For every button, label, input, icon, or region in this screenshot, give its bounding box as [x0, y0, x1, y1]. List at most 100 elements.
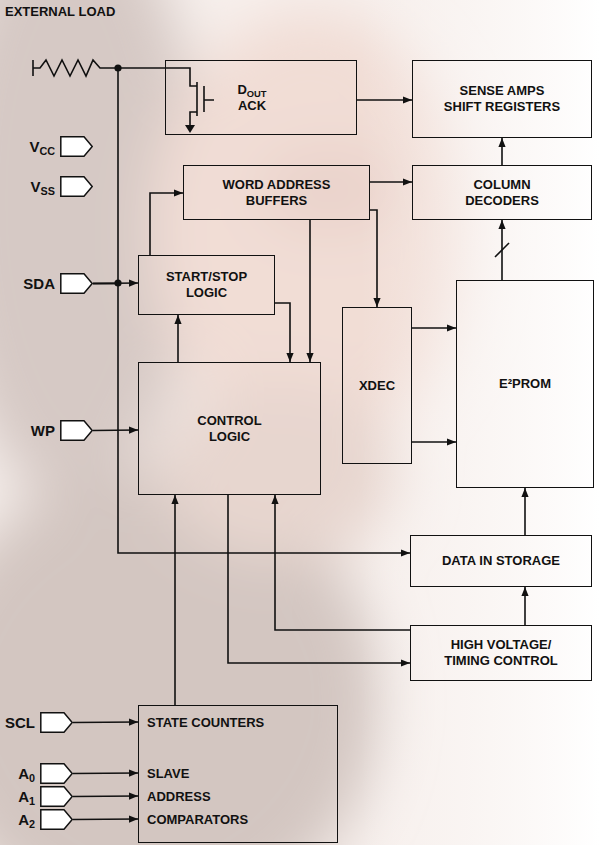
pin: A0: [40, 763, 73, 784]
control-box: CONTROL LOGIC: [138, 362, 321, 495]
pin-name: A2: [18, 811, 35, 829]
pin-label-holder: VCC: [29, 138, 55, 156]
signal-line: [412, 441, 456, 443]
transistor-symbol: [165, 68, 197, 126]
box-text: DOUT ACK: [237, 82, 266, 114]
box-text: CONTROL LOGIC: [197, 413, 261, 445]
box-text: SENSE AMPS SHIFT REGISTERS: [444, 83, 560, 115]
signal-line: [228, 495, 410, 663]
signal-line: [275, 303, 290, 362]
pin-shape: [40, 763, 73, 784]
pin: WP: [60, 420, 93, 441]
pin: SCL: [40, 712, 73, 733]
text-part: V: [31, 178, 41, 195]
pin-outline: [61, 137, 92, 156]
pin-outline: [41, 810, 72, 829]
output-box: DOUT ACK: [165, 60, 357, 135]
box-text: START/STOP LOGIC: [166, 269, 247, 301]
text-part: A: [18, 811, 29, 828]
text-part: STORAGE: [496, 553, 560, 568]
text-part: ACK: [238, 98, 266, 113]
pin-outline: [41, 713, 72, 732]
signal-line: [93, 429, 138, 431]
text-part: E²PROM: [499, 376, 551, 391]
pin-name: SCL: [5, 714, 35, 732]
process-box: START/STOP LOGIC: [138, 255, 275, 315]
text-part: AMPS: [507, 83, 545, 98]
text-space: [504, 83, 507, 98]
pin-label-holder: A0: [18, 765, 35, 783]
text-space: [483, 637, 487, 652]
pin-label-holder: A2: [18, 811, 35, 829]
text-part: COUNTERS: [191, 715, 264, 730]
pin-outline: [61, 421, 92, 440]
process-box: HIGH VOLTAGE/ TIMING CONTROL: [410, 625, 592, 681]
pin-label-holder: VSS: [31, 178, 55, 196]
text-part: WP: [31, 422, 55, 439]
signal-line: [501, 138, 503, 165]
pin: VSS: [60, 176, 93, 197]
signal-line: [370, 210, 377, 307]
signal-line: [93, 68, 165, 284]
text-space: [476, 553, 480, 568]
subscript: CC: [39, 145, 55, 157]
text-part: HIGH: [451, 637, 484, 652]
subscript: 2: [29, 818, 35, 830]
box-text: STATE COUNTERS: [147, 711, 337, 734]
text-part: CONTROL: [197, 413, 261, 428]
subscript: SS: [41, 185, 55, 197]
transistor-gate: [204, 86, 214, 112]
pin: A1: [40, 786, 73, 807]
process-box: WORD ADDRESS BUFFERS: [183, 165, 370, 220]
signal-line: [412, 327, 456, 329]
signal-line: [73, 795, 138, 797]
signal-line: [73, 721, 138, 723]
text-part: A: [18, 788, 29, 805]
pin-shape: [40, 809, 73, 830]
pin-outline: [41, 764, 72, 783]
pin-shape: [40, 786, 73, 807]
text-part: BUFFERS: [246, 193, 307, 208]
signal-line: [524, 587, 526, 625]
signal-line: [73, 772, 138, 774]
signal-line: [275, 495, 410, 630]
text-part: IN: [479, 553, 492, 568]
pin-name: A0: [18, 765, 35, 783]
signal-line: [177, 315, 179, 362]
signal-line: [501, 220, 503, 280]
text-part: LOGIC: [209, 429, 250, 444]
pin: SDA: [60, 273, 93, 294]
text-space: [264, 177, 267, 192]
pin-shape: [60, 136, 93, 157]
text-part: COLUMN: [473, 177, 530, 192]
process-box: SENSE AMPS SHIFT REGISTERS: [412, 60, 592, 138]
pin-name: SDA: [23, 275, 55, 293]
text-part: WORD: [223, 177, 264, 192]
text-part: D: [237, 82, 246, 97]
process-box: DATA IN STORAGE: [410, 535, 592, 587]
process-box: COLUMN DECODERS: [412, 165, 592, 220]
label-holder: EXTERNAL LOAD: [5, 4, 115, 20]
signal-line: [150, 193, 183, 255]
text-part: SCL: [5, 714, 35, 731]
signal-line: [174, 495, 176, 705]
box-text: COLUMN DECODERS: [465, 177, 539, 209]
text-part: LOGIC: [186, 285, 227, 300]
text-part: DECODERS: [465, 193, 539, 208]
text-space: [490, 653, 494, 668]
text-space: [188, 715, 192, 730]
text-part: V: [29, 138, 39, 155]
counter-box: STATE COUNTERSSLAVE ADDRESS COMPARATORS: [138, 705, 338, 843]
text-part: SLAVE: [147, 766, 189, 781]
pin-shape: [60, 273, 93, 294]
text-part: COMPARATORS: [147, 812, 248, 827]
pin: VCC: [60, 136, 93, 157]
text-part: DATA: [442, 553, 476, 568]
pin-outline: [61, 177, 92, 196]
pin-shape: [40, 712, 73, 733]
pin-outline: [41, 787, 72, 806]
box-text: WORD ADDRESS BUFFERS: [223, 177, 331, 209]
subscript: 1: [29, 795, 35, 807]
ground-arrow: [185, 125, 195, 133]
